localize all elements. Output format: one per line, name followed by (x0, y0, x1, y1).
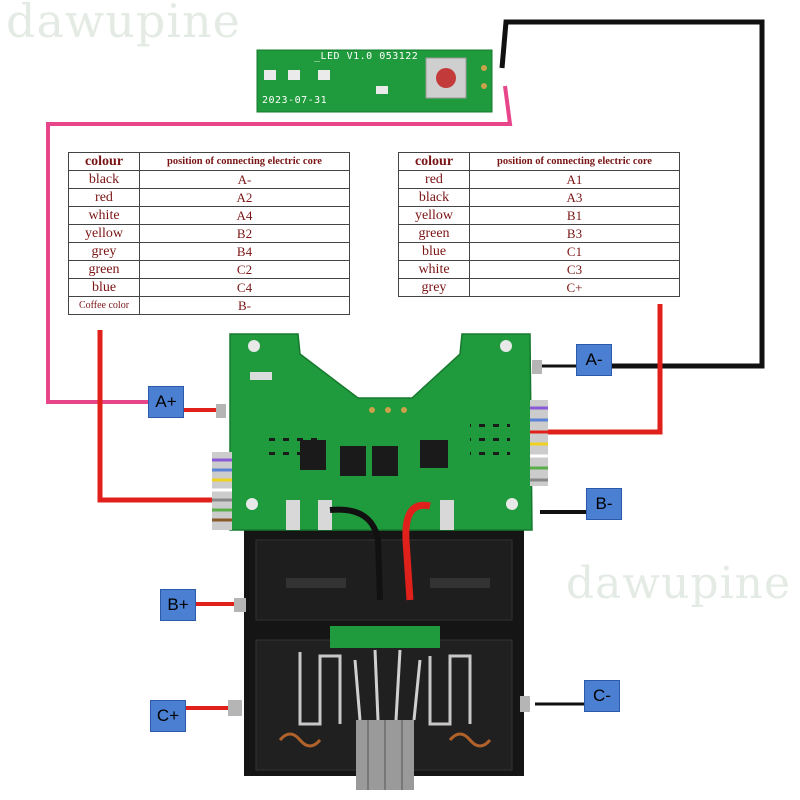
core-cell: C3 (469, 260, 680, 279)
core-cell: B3 (469, 224, 680, 243)
core-cell: B2 (139, 224, 350, 243)
table-header-position: position of connecting electric core (469, 152, 680, 171)
colour-cell: blue (68, 278, 140, 297)
table-header-colour: colour (68, 152, 140, 171)
wire-pink-a-plus (46, 85, 513, 404)
battery-holder (228, 528, 530, 790)
wire-red-left-loop (97, 330, 212, 503)
core-cell: C+ (469, 278, 680, 297)
core-cell: A1 (469, 170, 680, 189)
core-cell: B4 (139, 242, 350, 261)
wire-red-right-loop (545, 304, 663, 435)
colour-cell: yellow (68, 224, 140, 243)
colour-cell: red (68, 188, 140, 207)
terminal-b-plus: B+ (160, 589, 196, 621)
terminal-c-minus: C- (584, 680, 620, 712)
terminal-b-minus: B- (586, 488, 622, 520)
colour-cell: white (398, 260, 470, 279)
core-cell: A- (139, 170, 350, 189)
colour-cell: yellow (398, 206, 470, 225)
led-board-date: 2023-07-31 (262, 95, 328, 106)
wire-red-center (402, 501, 431, 601)
left-wiring-table: colour position of connecting electric c… (68, 152, 350, 315)
colour-cell: Coffee color (68, 296, 140, 315)
watermark: dawupine (566, 558, 792, 609)
core-cell: A2 (139, 188, 350, 207)
core-cell: C2 (139, 260, 350, 279)
right-wiring-table: colour position of connecting electric c… (398, 152, 680, 297)
colour-cell: black (68, 170, 140, 189)
watermark: dawupine (6, 0, 241, 48)
colour-cell: red (398, 170, 470, 189)
core-cell: A4 (139, 206, 350, 225)
wire-black-center (329, 506, 383, 601)
led-board-title: _LED V1.0 053122 (314, 51, 419, 62)
table-header-colour: colour (398, 152, 470, 171)
core-cell: B1 (469, 206, 680, 225)
core-cell: C1 (469, 242, 680, 261)
wire-black-a-minus (499, 19, 765, 369)
table-header-position: position of connecting electric core (139, 152, 350, 171)
core-cell: A3 (469, 188, 680, 207)
terminal-c-plus: C+ (150, 700, 186, 732)
core-cell: C4 (139, 278, 350, 297)
core-cell: B- (139, 296, 350, 315)
colour-cell: white (68, 206, 140, 225)
colour-cell: black (398, 188, 470, 207)
led-board (256, 49, 493, 113)
terminal-a-minus: A- (576, 344, 612, 376)
terminal-a-plus: A+ (148, 386, 184, 418)
colour-cell: grey (68, 242, 140, 261)
colour-cell: green (398, 224, 470, 243)
main-pcb (212, 333, 548, 531)
colour-cell: grey (398, 278, 470, 297)
colour-cell: blue (398, 242, 470, 261)
colour-cell: green (68, 260, 140, 279)
